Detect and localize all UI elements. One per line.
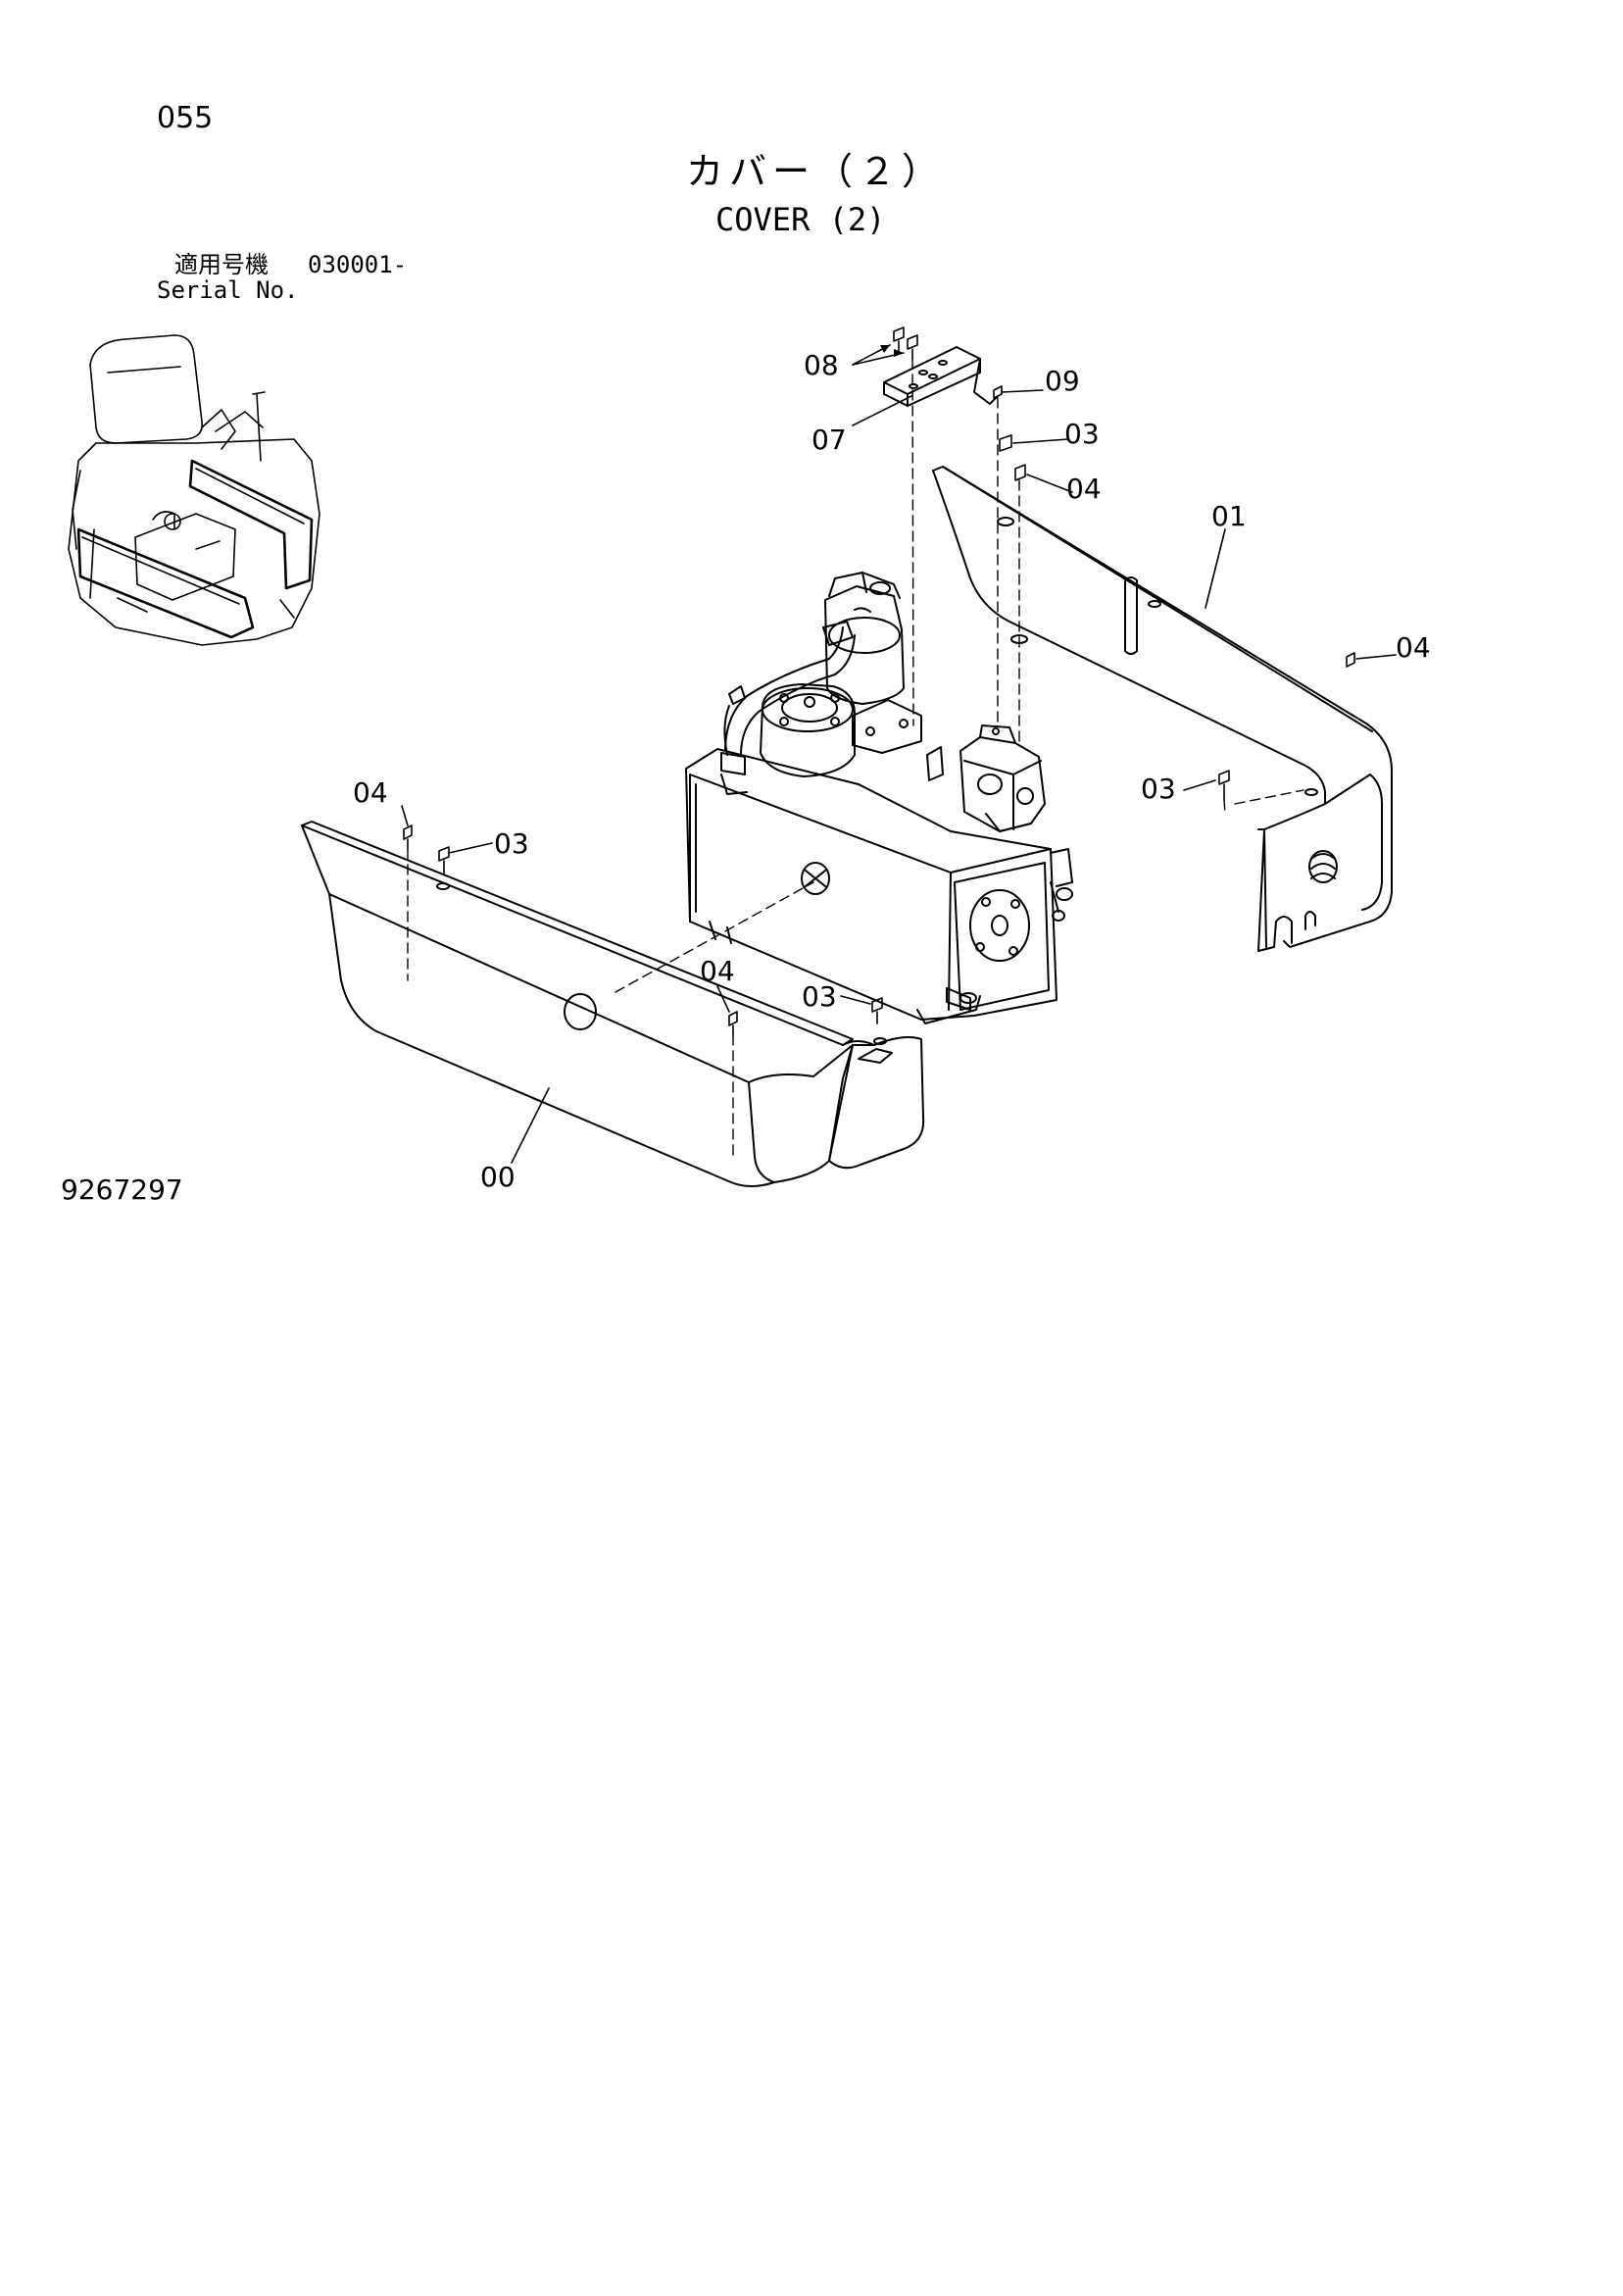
callout-04-top: 04 <box>1066 473 1102 505</box>
callout-04-left: 04 <box>353 776 388 809</box>
callout-04-right: 04 <box>1396 631 1431 664</box>
callout-03-top: 03 <box>1064 418 1100 450</box>
callout-03-left: 03 <box>494 827 529 860</box>
title-japanese: カバー（２） <box>686 150 946 193</box>
overview-thumbnail <box>68 334 320 646</box>
part-01-right-cover <box>932 466 1393 952</box>
callout-03-mid: 03 <box>802 980 837 1013</box>
part-00-left-cover <box>301 821 925 1187</box>
part-07-bracket <box>883 346 999 407</box>
serial-range: 030001- <box>308 251 408 278</box>
serial-label-english: Serial No. <box>157 276 299 304</box>
leader-lines <box>401 344 1397 1164</box>
callout-07: 07 <box>812 424 847 456</box>
assembly-lines <box>407 358 1304 1158</box>
callout-03-right: 03 <box>1141 773 1176 805</box>
callout-00: 00 <box>480 1161 516 1193</box>
callouts: 08 07 09 03 04 01 04 03 04 03 04 03 00 <box>353 349 1431 1193</box>
page-number: 055 <box>157 101 214 135</box>
callout-01: 01 <box>1211 500 1247 532</box>
hydraulic-tank-assembly <box>685 572 1073 1024</box>
title-english: COVER (2) <box>715 201 886 238</box>
fasteners <box>403 326 1355 1036</box>
callout-09: 09 <box>1045 365 1080 397</box>
arrowheads <box>880 345 904 357</box>
callout-08: 08 <box>804 349 839 381</box>
serial-label-japanese: 適用号機 <box>174 251 269 278</box>
callout-04-mid: 04 <box>700 955 735 987</box>
drawing-number: 9267297 <box>61 1173 183 1206</box>
